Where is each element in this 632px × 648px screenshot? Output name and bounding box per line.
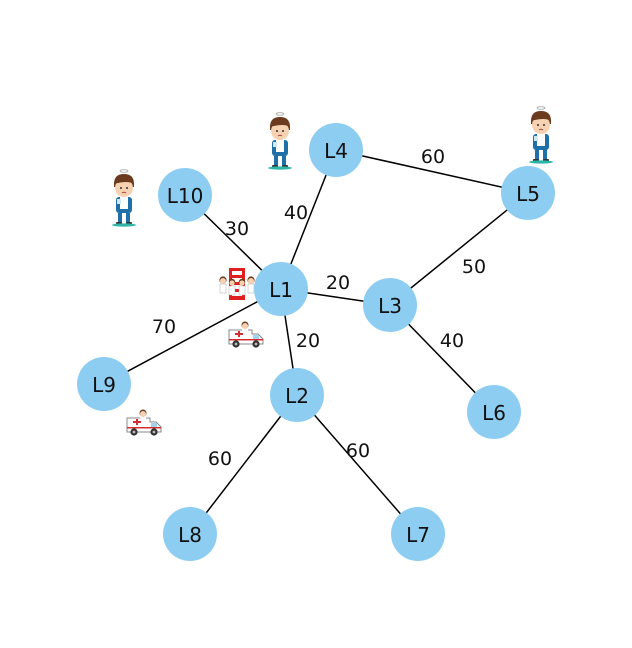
node-l8: L8: [163, 507, 217, 561]
node-circle: [77, 357, 131, 411]
edge-weight-label: 30: [225, 218, 249, 240]
node-l4: L4: [309, 123, 363, 177]
edge-weight-label: 70: [152, 316, 176, 338]
node-label: L10: [167, 184, 204, 208]
node-circle: [309, 123, 363, 177]
node-label: L5: [516, 182, 540, 206]
edge-weights-layer: 30 40 20 20 70 60 50 40 60 60: [152, 146, 486, 470]
node-circle: [163, 507, 217, 561]
node-label: L3: [378, 294, 402, 318]
node-l6: L6: [467, 385, 521, 439]
edge-l1-l9: [103, 288, 282, 385]
patient-icon: [111, 169, 137, 228]
edge-weight-label: 60: [421, 146, 445, 168]
edge-l4-l5: [335, 149, 529, 194]
edge-l2-l8: [189, 394, 298, 535]
node-l1: L1: [254, 262, 308, 316]
ambulance-icon: [228, 321, 264, 349]
edge-weight-label: 40: [440, 330, 464, 352]
node-l7: L7: [391, 507, 445, 561]
node-circle: [467, 385, 521, 439]
edge-weight-label: 20: [296, 330, 320, 352]
node-label: L7: [406, 523, 430, 547]
edge-weight-label: 40: [284, 202, 308, 224]
node-circle: [270, 368, 324, 422]
node-l10: L10: [158, 168, 212, 222]
node-l2: L2: [270, 368, 324, 422]
node-circle: [254, 262, 308, 316]
edge-weight-label: 50: [462, 256, 486, 278]
node-label: L9: [92, 373, 116, 397]
node-circle: [391, 507, 445, 561]
node-label: L6: [482, 401, 506, 425]
patient-icon: [528, 106, 554, 165]
edge-l2-l7: [296, 394, 419, 535]
node-label: L8: [178, 523, 202, 547]
node-l5: L5: [501, 166, 555, 220]
node-l3: L3: [363, 278, 417, 332]
node-label: L1: [269, 278, 293, 302]
edge-weight-label: 60: [346, 440, 370, 462]
node-l9: L9: [77, 357, 131, 411]
edge-weight-label: 20: [326, 272, 350, 294]
edge-weight-label: 60: [208, 448, 232, 470]
hospital-icon: [218, 267, 256, 301]
edge-l5-l3: [389, 192, 529, 306]
patient-icon: [267, 112, 293, 171]
node-label: L2: [285, 384, 309, 408]
node-circle: [363, 278, 417, 332]
node-label: L4: [324, 139, 348, 163]
node-circle: [158, 168, 212, 222]
ambulance-icon: [126, 409, 162, 437]
node-circle: [501, 166, 555, 220]
